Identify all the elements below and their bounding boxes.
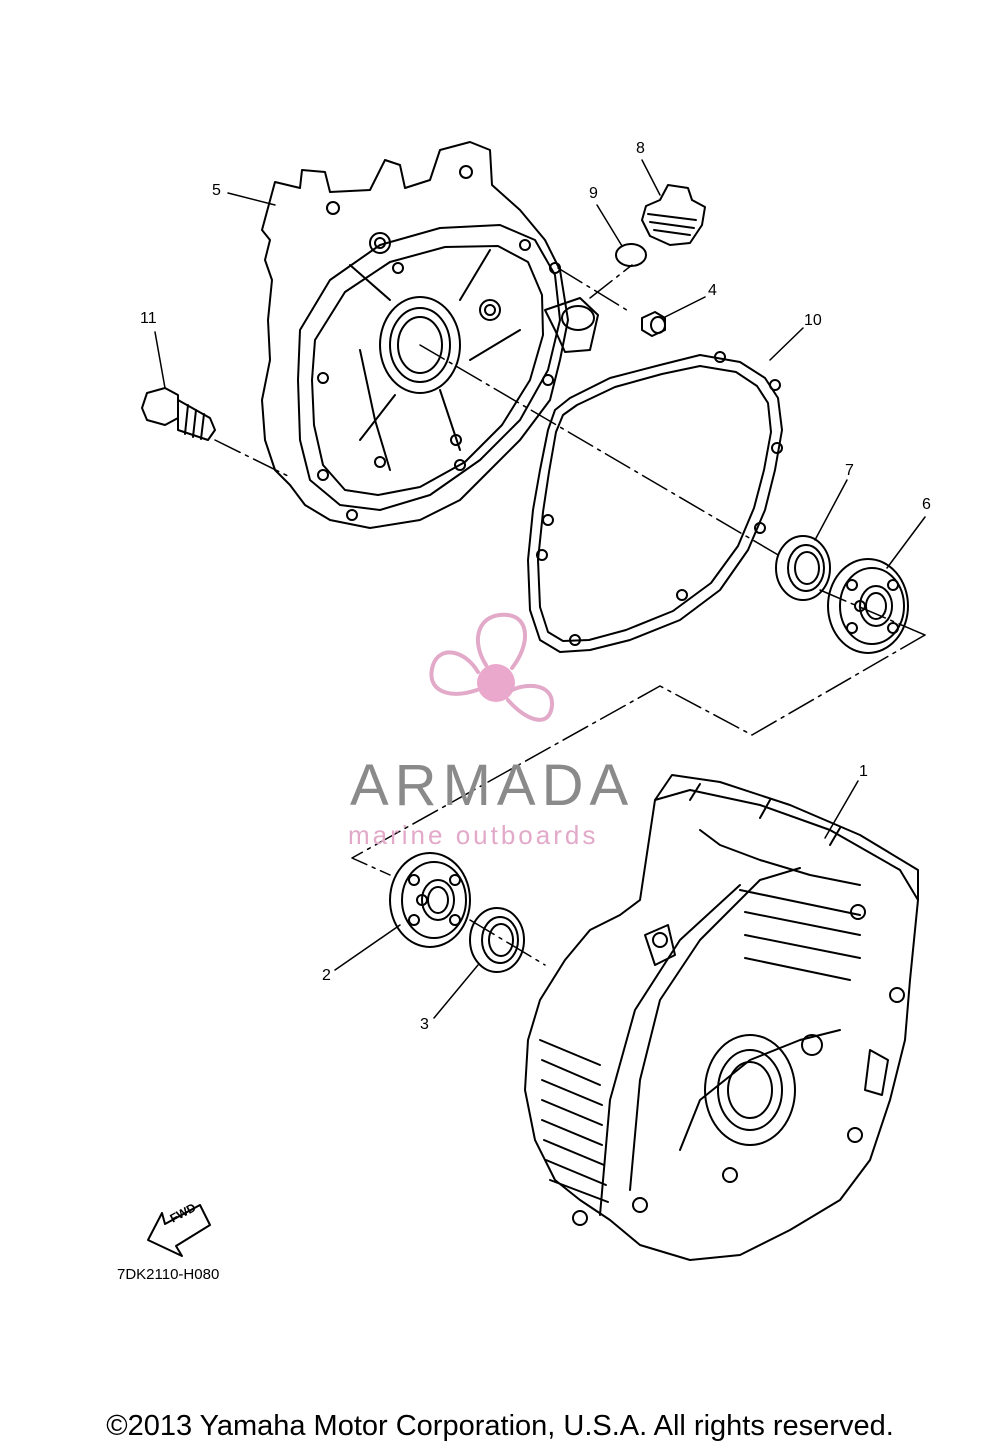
fwd-arrow-marker xyxy=(147,1204,211,1257)
gasket-part-10 xyxy=(527,351,783,653)
callout-11: 11 xyxy=(140,310,157,327)
bolt-part-11 xyxy=(141,387,216,441)
bearing-part-6 xyxy=(827,558,909,654)
watermark-tagline: marine outboards xyxy=(348,820,599,850)
armada-propeller-logo xyxy=(429,612,555,722)
bearing-part-2 xyxy=(389,852,471,948)
copyright-notice: ©2013 Yamaha Motor Corporation, U.S.A. A… xyxy=(106,1410,894,1442)
callout-6: 6 xyxy=(922,496,931,513)
callout-3: 3 xyxy=(420,1016,429,1033)
callout-8: 8 xyxy=(636,140,645,157)
o-ring-part-9 xyxy=(615,243,647,267)
crankcase-cover-part-5 xyxy=(261,141,599,529)
oil-seal-part-3 xyxy=(469,907,525,973)
callout-7: 7 xyxy=(845,462,854,479)
callout-1: 1 xyxy=(859,763,868,780)
crankcase-part-1 xyxy=(524,774,919,1261)
diagram-code: 7DK2110-H080 xyxy=(117,1266,220,1283)
callout-10: 10 xyxy=(804,312,822,329)
oil-seal-part-7 xyxy=(775,535,831,601)
callout-leaders xyxy=(154,159,926,1019)
callout-2: 2 xyxy=(322,967,331,984)
assembly-axis-lines xyxy=(214,264,926,966)
callout-9: 9 xyxy=(589,185,598,202)
callout-5: 5 xyxy=(212,182,221,199)
watermark-brand: ARMADA xyxy=(350,753,635,818)
plug-part-8 xyxy=(641,184,706,246)
dowel-pin-part-4 xyxy=(641,311,666,337)
callout-4: 4 xyxy=(708,282,717,299)
